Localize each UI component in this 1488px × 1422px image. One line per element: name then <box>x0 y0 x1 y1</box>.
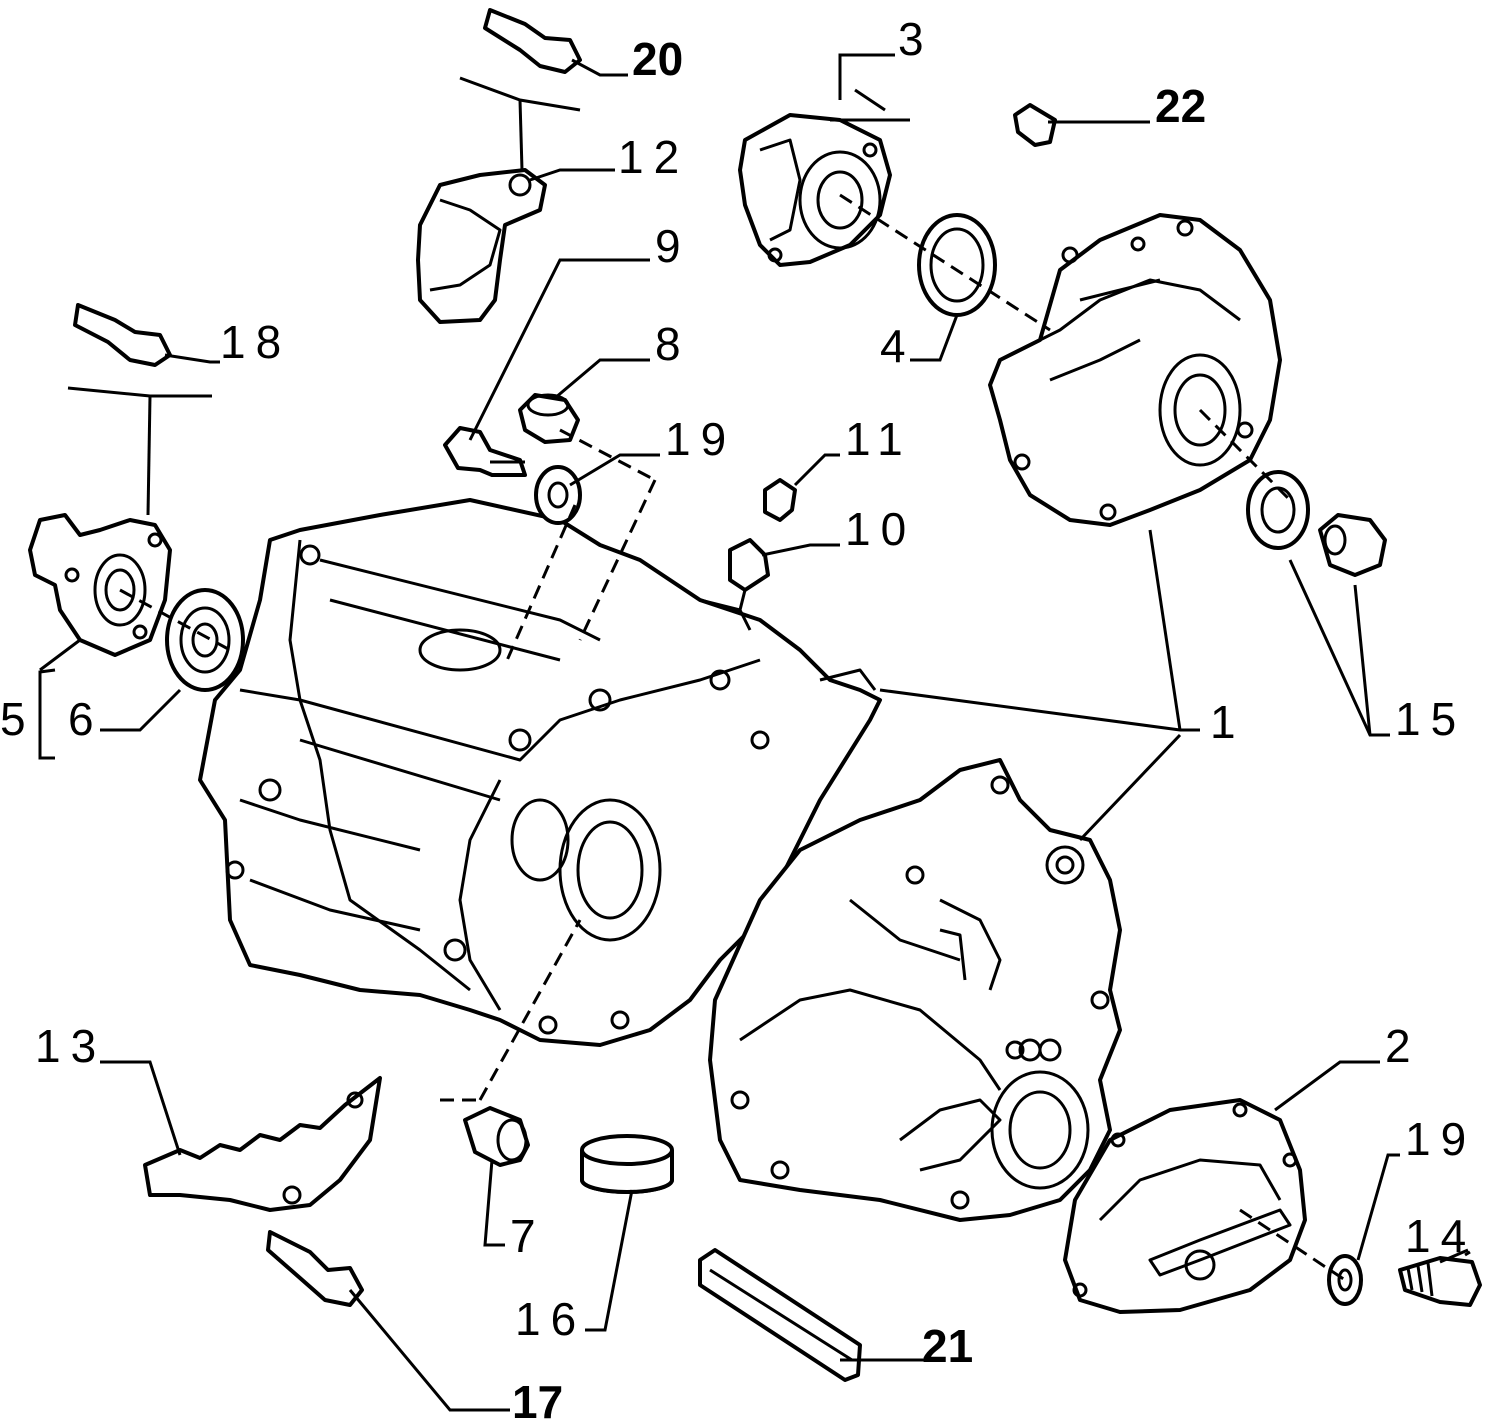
callout-8: 8 <box>655 318 681 370</box>
assembly-lines <box>119 193 1346 1282</box>
callout-13: 13 <box>35 1020 106 1072</box>
tube-21 <box>698 1248 862 1382</box>
callout-19-lower: 19 <box>1405 1113 1476 1165</box>
clutch-housing <box>708 758 1122 1222</box>
side-cover-plate <box>1063 1098 1307 1314</box>
callout-18: 18 <box>220 316 291 368</box>
callout-10: 10 <box>845 503 916 555</box>
oil-seal-6 <box>165 588 245 692</box>
callout-20: 20 <box>632 33 683 85</box>
sensor-10 <box>728 538 770 611</box>
switch-9 <box>443 426 527 477</box>
bolt-17 <box>266 1230 364 1307</box>
plug-11 <box>763 478 797 522</box>
callout-9: 9 <box>655 220 681 272</box>
callout-7: 7 <box>510 1210 536 1262</box>
callout-15: 15 <box>1395 693 1466 745</box>
callout-21: 21 <box>922 1320 973 1372</box>
callout-22: 22 <box>1155 80 1206 132</box>
seal-ring-4 <box>917 213 997 317</box>
leader-lines <box>38 53 1471 1412</box>
washer-19-lower <box>1327 1254 1363 1306</box>
bolt-14 <box>1398 1256 1482 1307</box>
bracket-12 <box>416 168 547 324</box>
callout-12: 12 <box>618 131 689 183</box>
bolt-20 <box>483 8 582 74</box>
callout-17: 17 <box>512 1376 563 1422</box>
callout-3: 3 <box>898 13 924 65</box>
callout-2: 2 <box>1385 1020 1411 1072</box>
bushing-7 <box>463 1106 530 1167</box>
cap-16 <box>580 1134 674 1194</box>
callout-labels: 20 3 22 12 9 18 8 4 19 11 10 5 6 1 15 2 … <box>0 13 1476 1422</box>
rear-cover <box>988 213 1282 527</box>
callout-5: 5 <box>0 693 26 745</box>
shield-plate-13 <box>143 1076 382 1212</box>
plug-15 <box>1246 470 1387 577</box>
bolt-18 <box>73 303 172 367</box>
callout-6: 6 <box>68 693 94 745</box>
washer-19-upper <box>534 465 582 525</box>
callout-14: 14 <box>1405 1210 1476 1262</box>
release-bearing <box>738 113 892 267</box>
callout-19-upper: 19 <box>665 413 736 465</box>
callout-11: 11 <box>845 413 913 465</box>
cap-22 <box>1013 103 1057 147</box>
callout-16: 16 <box>515 1293 586 1345</box>
bearing-support <box>28 513 172 657</box>
callout-1: 1 <box>1210 696 1236 748</box>
callout-4: 4 <box>880 320 906 372</box>
gearbox-housing-main <box>198 498 882 1047</box>
